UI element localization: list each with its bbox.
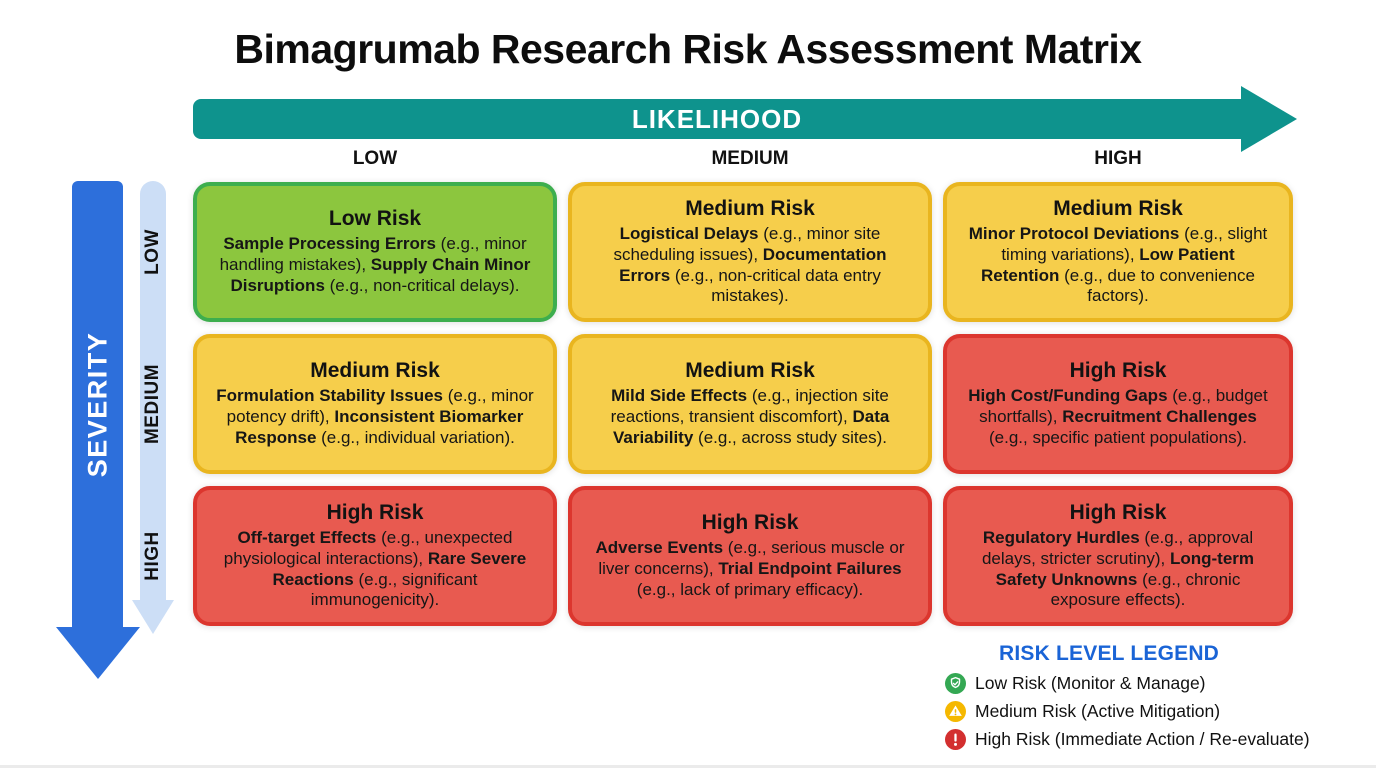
risk-cell-heading: Medium Risk [685, 359, 815, 383]
risk-cell-body: Minor Protocol Deviations (e.g., slight … [968, 223, 1268, 306]
risk-cell-heading: Medium Risk [310, 359, 440, 383]
severity-axis-label: SEVERITY [82, 331, 113, 477]
severity-level-low: LOW [140, 182, 166, 322]
risk-cell-heading: High Risk [1069, 359, 1167, 383]
legend-title: RISK LEVEL LEGEND [999, 642, 1220, 665]
bottom-edge-strip [0, 765, 1376, 768]
risk-cell-heading: Low Risk [328, 207, 422, 231]
severity-levels-arrowhead-icon [132, 600, 174, 634]
risk-cell-body: Adverse Events (e.g., serious muscle or … [595, 538, 905, 599]
risk-cell-body: Off-target Effects (e.g., unexpected phy… [223, 527, 527, 610]
risk-cell-heading: Medium Risk [1053, 196, 1183, 220]
legend-item-label: High Risk (Immediate Action / Re-evaluat… [975, 729, 1310, 749]
severity-level-label: MEDIUM [142, 363, 163, 445]
risk-cell-heading: Medium Risk [685, 196, 815, 220]
likelihood-arrow: LIKELIHOOD [193, 99, 1241, 139]
legend-item: Medium Risk (Active Mitigation) [945, 701, 1375, 722]
severity-arrowhead-icon [56, 627, 140, 679]
exclamation-icon [945, 729, 966, 750]
risk-cell-heading: High Risk [326, 500, 424, 524]
risk-cell-body: Formulation Stability Issues (e.g., mino… [216, 386, 534, 447]
likelihood-axis-label: LIKELIHOOD [631, 103, 803, 134]
risk-legend: RISK LEVEL LEGEND Low Risk (Monitor & Ma… [945, 642, 1375, 750]
severity-level-high: HIGH [140, 486, 166, 626]
warning-triangle-icon [945, 701, 966, 722]
risk-cell-body: Regulatory Hurdles (e.g., approval delay… [981, 527, 1255, 610]
risk-cell-heading: High Risk [1069, 500, 1167, 524]
legend-item: High Risk (Immediate Action / Re-evaluat… [945, 729, 1375, 750]
legend-item-label: Medium Risk (Active Mitigation) [975, 701, 1221, 721]
shield-check-icon [945, 673, 966, 694]
likelihood-level-low: LOW [352, 148, 398, 169]
likelihood-level-headers: LOW MEDIUM HIGH [193, 148, 1293, 170]
page-title: Bimagrumab Research Risk Assessment Matr… [234, 26, 1142, 72]
severity-levels-arrow [140, 181, 166, 600]
legend-item: Low Risk (Monitor & Manage) [945, 673, 1375, 694]
severity-level-medium: MEDIUM [140, 334, 166, 474]
risk-cell-body: Sample Processing Errors (e.g., minor ha… [219, 234, 531, 295]
severity-level-label: HIGH [142, 531, 163, 581]
risk-cell-body: High Cost/Funding Gaps (e.g., budget sho… [968, 386, 1268, 447]
severity-level-labels: LOW MEDIUM HIGH [140, 182, 166, 626]
legend-item-label: Low Risk (Monitor & Manage) [975, 673, 1206, 693]
severity-level-label: LOW [142, 229, 164, 275]
risk-cell-body: Mild Side Effects (e.g., injection site … [610, 386, 890, 447]
likelihood-arrowhead-icon [1241, 86, 1297, 152]
severity-arrow: SEVERITY [72, 181, 123, 627]
likelihood-level-medium: MEDIUM [711, 148, 789, 169]
risk-cell-heading: High Risk [701, 511, 799, 535]
likelihood-level-high: HIGH [1094, 148, 1142, 169]
risk-cell-body: Logistical Delays (e.g., minor site sche… [613, 223, 887, 306]
legend-items: Low Risk (Monitor & Manage) Medium Risk (… [945, 673, 1375, 750]
